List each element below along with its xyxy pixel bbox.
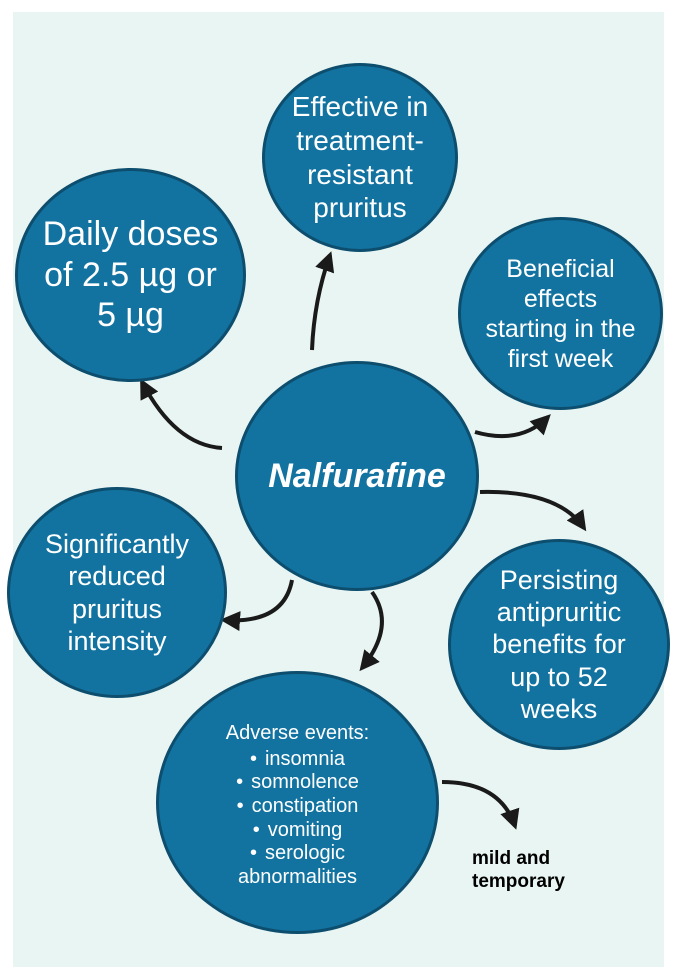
adverse-events-title: Adverse events: (225, 721, 370, 744)
adverse-events-list: insomnia somnolence constipation vomitin… (226, 748, 369, 890)
node-persisting-benefits: Persisting antipruritic benefits for up … (448, 539, 670, 750)
node-reduced-intensity: Significantly reduced pruritus intensity (7, 487, 227, 698)
node-treatment-resistant: Effective in treatment- resistant prurit… (262, 63, 458, 252)
arrow-to-top (310, 251, 335, 351)
adverse-item-continuation: abnormalities (238, 865, 357, 888)
adverse-item: serologic (226, 842, 369, 866)
arrow-to-benefit (474, 414, 551, 439)
arrow-to-reduced (220, 579, 294, 632)
adverse-events-box: Adverse events: insomnia somnolence cons… (226, 722, 369, 890)
node-reduced-intensity-label: Significantly reduced pruritus intensity (44, 528, 190, 656)
arrow-to-daily (140, 378, 223, 450)
arrow-to-note (441, 780, 520, 830)
arrow-to-adverse (359, 590, 384, 672)
mild-temporary-text: mild and temporary (472, 848, 565, 892)
adverse-item: somnolence (226, 771, 369, 795)
adverse-item: constipation (226, 795, 369, 819)
node-adverse-events: Adverse events: insomnia somnolence cons… (156, 671, 439, 934)
node-daily-doses: Daily doses of 2.5 µg or 5 µg (15, 168, 246, 382)
center-label: Nalfurafine (268, 456, 446, 495)
node-nalfurafine-center: Nalfurafine (235, 361, 479, 591)
adverse-item: vomiting (226, 819, 369, 843)
node-persisting-benefits-label: Persisting antipruritic benefits for up … (492, 564, 626, 725)
node-beneficial-effects-label: Beneficial effects starting in the first… (485, 254, 636, 373)
adverse-item: insomnia (226, 748, 369, 772)
node-beneficial-effects: Beneficial effects starting in the first… (458, 217, 663, 410)
arrow-to-persist (479, 489, 587, 532)
mild-temporary-note: mild and temporary (472, 848, 612, 894)
node-daily-doses-label: Daily doses of 2.5 µg or 5 µg (42, 214, 219, 335)
node-treatment-resistant-label: Effective in treatment- resistant prurit… (291, 91, 429, 224)
